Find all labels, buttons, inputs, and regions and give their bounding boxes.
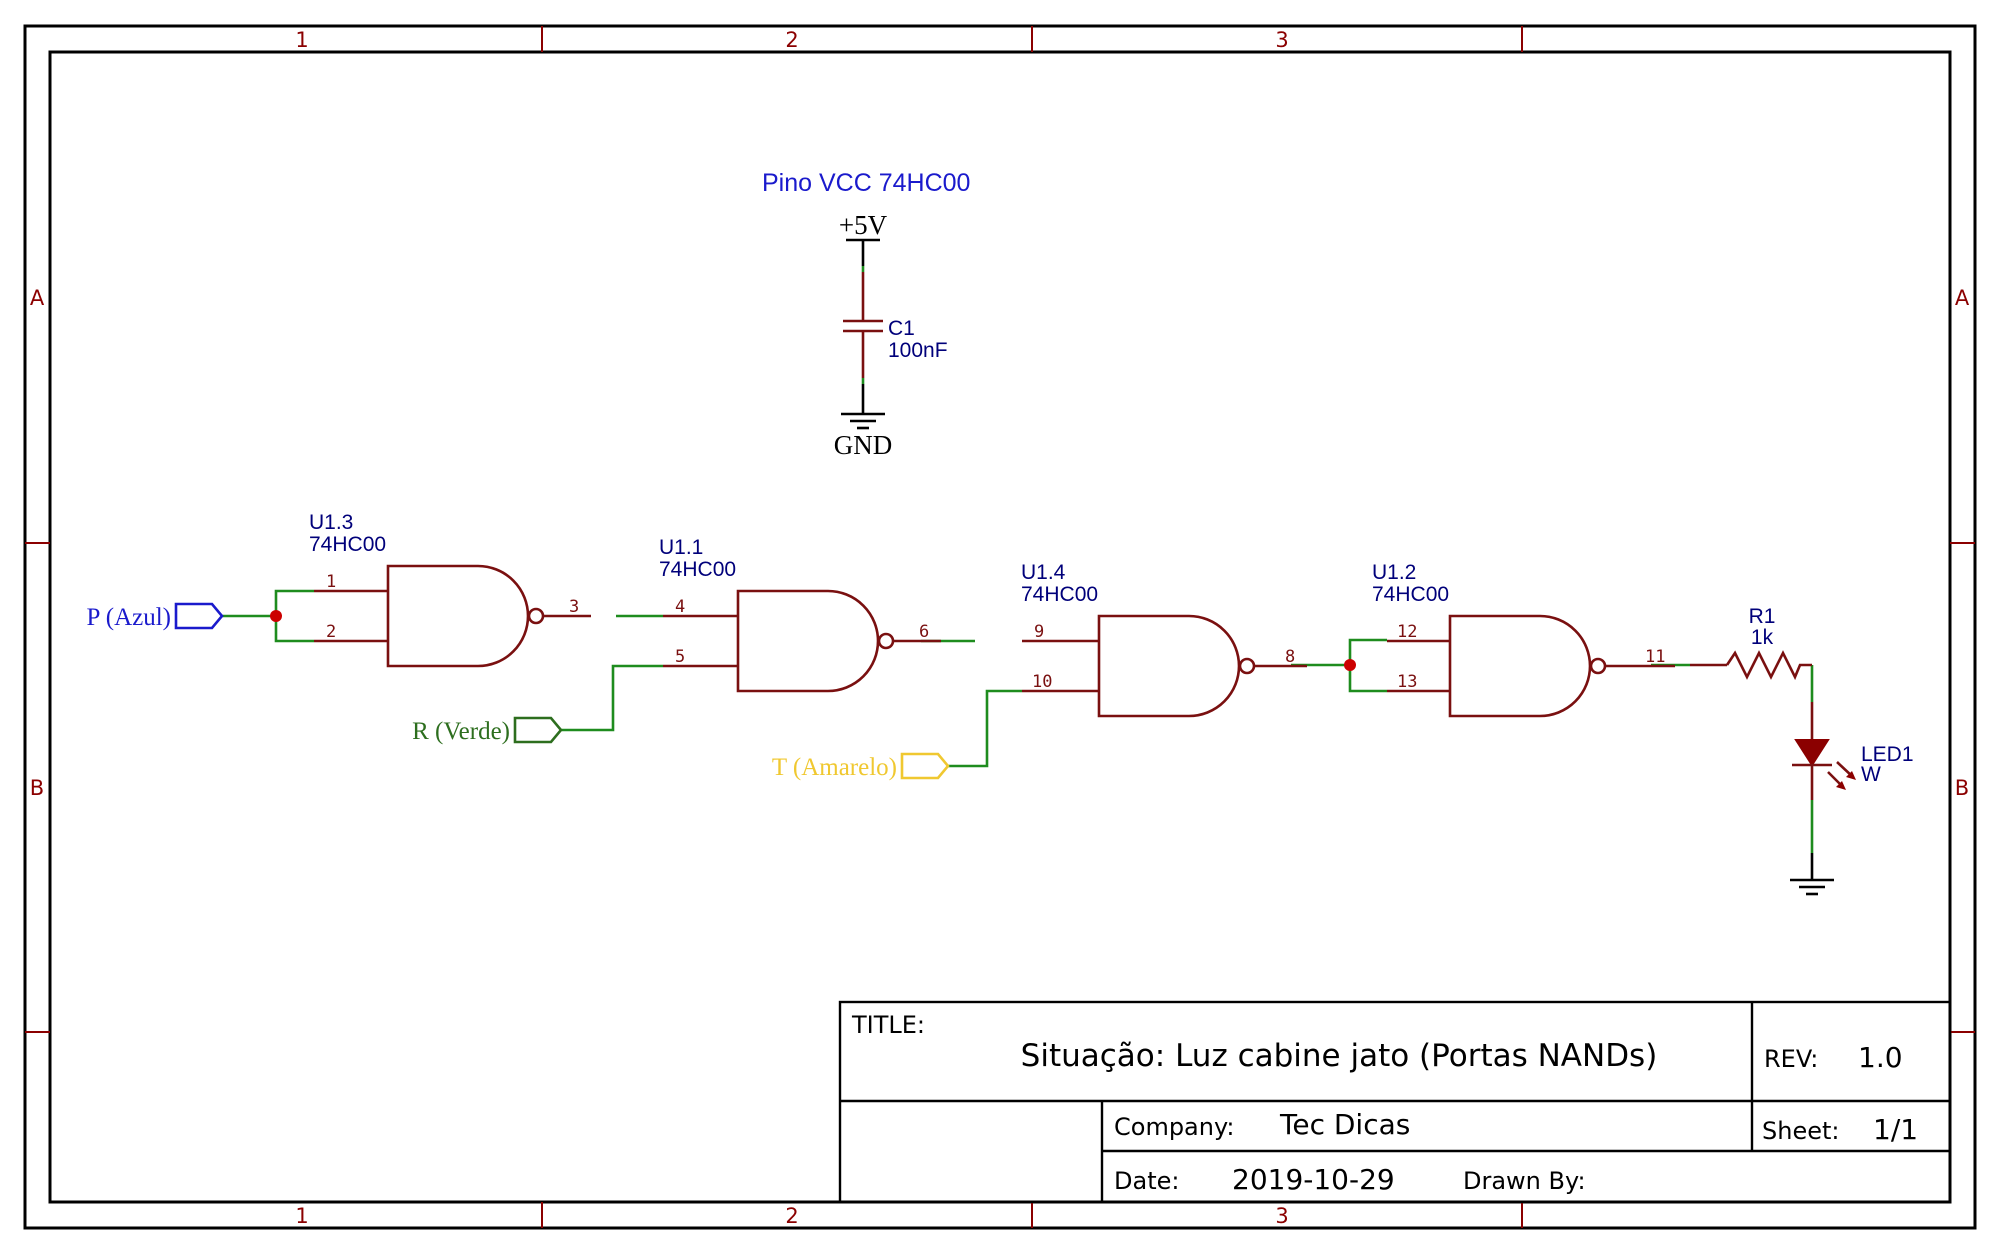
ground-symbol <box>841 412 885 430</box>
inversion-bubble <box>1238 657 1256 675</box>
r1-zigzag <box>1725 650 1812 681</box>
resistor-value: 1k <box>1751 626 1774 649</box>
wires <box>222 589 1814 853</box>
led-triangle <box>1794 739 1830 767</box>
resistor-r1[interactable]: R1 1k <box>1690 605 1812 681</box>
zone-row-label: A <box>1955 286 1970 310</box>
rev-label: REV: <box>1764 1045 1818 1073</box>
capacitor-c1[interactable] <box>843 319 883 333</box>
sheet-number: 1/1 <box>1873 1113 1918 1146</box>
port-label: T (Amarelo) <box>772 754 897 781</box>
zone-column-label: 3 <box>1275 28 1288 52</box>
pin-number: 4 <box>675 597 685 617</box>
pin-number: 3 <box>569 597 579 617</box>
gate-ref: U1.3 <box>309 511 353 534</box>
resistor-ref: R1 <box>1749 605 1776 628</box>
port-label: R (Verde) <box>412 718 510 745</box>
ground-symbol <box>1790 878 1834 896</box>
power-section: Pino VCC 74HC00 +5V C1 100nF GND <box>762 169 970 460</box>
pin-number: 8 <box>1285 647 1295 667</box>
junction-dot <box>270 610 282 622</box>
gate-part: 74HC00 <box>1372 583 1449 606</box>
zone-column-label: 2 <box>785 1204 798 1228</box>
vcc-note: Pino VCC 74HC00 <box>762 169 970 197</box>
pin-number: 1 <box>326 572 336 592</box>
pin-number: 13 <box>1397 672 1417 692</box>
led-led1[interactable]: LED1 W <box>1792 702 1914 800</box>
gate-ref: U1.2 <box>1372 561 1416 584</box>
wire-t-input <box>948 689 1022 768</box>
company-value: Tec Dicas <box>1279 1108 1410 1141</box>
pin-number: 2 <box>326 622 336 642</box>
pin-number: 10 <box>1032 672 1052 692</box>
pin-number: 11 <box>1645 647 1665 667</box>
pin-number: 5 <box>675 647 685 667</box>
led-value: W <box>1861 763 1881 786</box>
hierarchical-ports: P (Azul) R (Verde) T (Amarelo) <box>87 602 950 781</box>
zone-column-label: 1 <box>295 1204 308 1228</box>
gate-part: 74HC00 <box>1021 583 1098 606</box>
capacitor-ref: C1 <box>888 317 915 340</box>
gate-part: 74HC00 <box>659 558 736 581</box>
pin-number: 9 <box>1034 622 1044 642</box>
inversion-bubble <box>527 607 545 625</box>
zone-column-label: 3 <box>1275 1204 1288 1228</box>
title-block: TITLE: Situação: Luz cabine jato (Portas… <box>838 1000 1952 1204</box>
capacitor-value: 100nF <box>888 339 948 362</box>
zone-column-label: 1 <box>295 28 308 52</box>
date-value: 2019-10-29 <box>1232 1163 1395 1196</box>
drawn-by-label: Drawn By: <box>1463 1167 1586 1195</box>
pin-number: 6 <box>919 622 929 642</box>
port-flag-icon <box>513 716 563 744</box>
inversion-bubble <box>877 632 895 650</box>
led-ref: LED1 <box>1861 743 1914 766</box>
gate-ref: U1.4 <box>1021 561 1066 584</box>
light-emission-icon <box>1827 761 1856 790</box>
gate-ref: U1.1 <box>659 536 703 559</box>
ground-label: GND <box>834 430 893 460</box>
pin-number: 12 <box>1397 622 1417 642</box>
junction-dot <box>1344 659 1356 671</box>
zone-ticks <box>25 26 1975 1228</box>
supply-label: +5V <box>839 210 888 240</box>
gate-body <box>1448 614 1592 718</box>
zone-row-label: B <box>1955 776 1969 800</box>
zone-row-label: B <box>30 776 44 800</box>
sheet-label: Sheet: <box>1762 1117 1839 1145</box>
inversion-bubble <box>1589 657 1607 675</box>
port-flag-icon <box>900 752 950 780</box>
title-label: TITLE: <box>851 1011 925 1039</box>
nand-gates: 123U1.374HC00456U1.174HC009108U1.474HC00… <box>309 511 1675 718</box>
gate-body <box>736 589 880 693</box>
date-label: Date: <box>1114 1167 1179 1195</box>
port-r-verde[interactable]: R (Verde) <box>412 716 563 745</box>
sheet-title: Situação: Luz cabine jato (Portas NANDs) <box>1021 1038 1658 1074</box>
port-label: P (Azul) <box>87 604 171 631</box>
port-p-azul[interactable]: P (Azul) <box>87 602 224 631</box>
company-label: Company: <box>1114 1113 1235 1141</box>
gate-body <box>386 564 530 668</box>
outer-border <box>23 24 1977 1230</box>
port-flag-icon <box>174 602 224 630</box>
zone-row-label: A <box>30 286 45 310</box>
gate-part: 74HC00 <box>309 533 386 556</box>
wire-r-input <box>561 664 663 732</box>
rev-value: 1.0 <box>1858 1041 1903 1074</box>
zone-column-label: 2 <box>785 28 798 52</box>
gate-body <box>1097 614 1241 718</box>
port-t-amarelo[interactable]: T (Amarelo) <box>772 752 950 781</box>
